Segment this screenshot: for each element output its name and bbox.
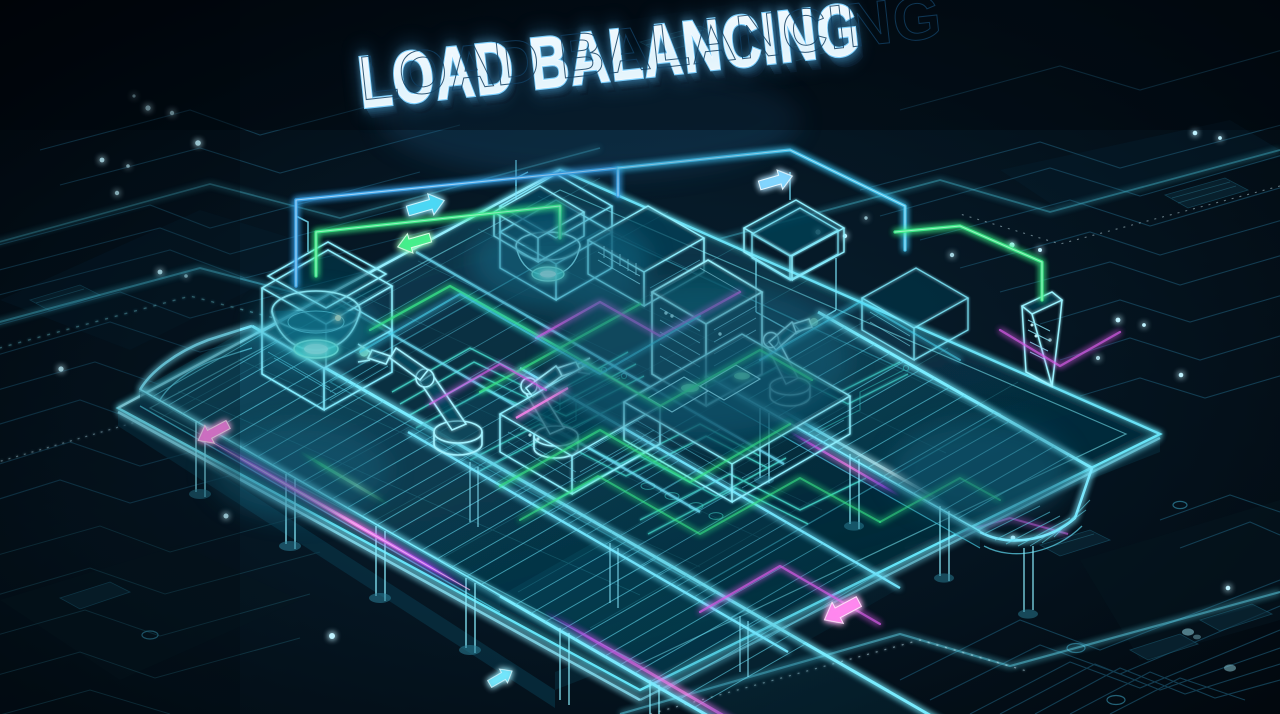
arrow-distribute (757, 169, 794, 191)
arrow-belt-direction (487, 668, 513, 689)
arrow-feedback-route (197, 419, 231, 444)
flow-arrows (197, 169, 863, 689)
arrow-return-flow (396, 232, 433, 254)
arrow-overflow-route (823, 596, 863, 625)
smd-components (28, 25, 1274, 661)
scene-bloom (210, 62, 1070, 520)
wireframe-rear-bench (860, 267, 970, 362)
arrow-inbound-flow (405, 192, 446, 217)
neon-routing-lines (294, 148, 1122, 626)
conveyor-corner-left (138, 324, 253, 401)
solder-pads (141, 500, 1236, 706)
wireframe-back-cabinet (750, 207, 840, 282)
conveyor-middle (407, 366, 901, 677)
